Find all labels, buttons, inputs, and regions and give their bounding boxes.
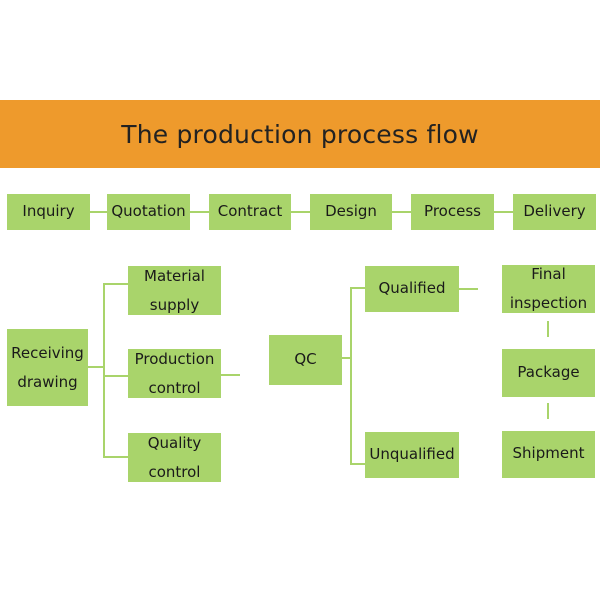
shipment-label: Shipment — [512, 444, 585, 462]
step-contract-label: Contract — [217, 201, 283, 220]
connector-inquiry-quotation — [90, 211, 107, 213]
box-production-control: Production control — [128, 349, 221, 398]
receiving-line-2: drawing — [17, 372, 78, 391]
material-line-1: Material — [144, 266, 205, 285]
connector-contract-design — [291, 211, 310, 213]
box-material-supply: Material supply — [128, 266, 221, 315]
connector-design-process — [392, 211, 411, 213]
step-quotation-label: Quotation — [111, 201, 186, 220]
box-qc: QC — [269, 335, 342, 385]
connector-qualified-final — [459, 288, 478, 290]
connector-to-qualified — [350, 287, 365, 289]
step-process: Process — [411, 194, 494, 230]
step-inquiry: Inquiry — [7, 194, 90, 230]
qc-label: QC — [294, 349, 317, 368]
bracket-receiving-vertical — [103, 283, 105, 458]
connector-qc-bracket — [342, 357, 352, 359]
step-delivery: Delivery — [513, 194, 596, 230]
bracket-qc-vertical — [350, 287, 352, 465]
quality-line-1: Quality — [147, 433, 202, 452]
connector-production-qc — [221, 374, 240, 376]
connector-quotation-contract — [190, 211, 209, 213]
final-line-2: inspection — [509, 294, 588, 312]
production-line-2: control — [148, 378, 201, 397]
connector-package-shipment — [547, 403, 549, 419]
step-inquiry-label: Inquiry — [22, 201, 75, 220]
production-control-text: Production control — [135, 345, 215, 403]
connector-to-material — [103, 283, 128, 285]
step-delivery-label: Delivery — [523, 201, 586, 220]
quality-line-2: control — [148, 462, 201, 481]
step-process-label: Process — [424, 201, 481, 220]
qualified-label: Qualified — [378, 278, 446, 297]
box-receiving-drawing: Receiving drawing — [7, 329, 88, 406]
final-inspection-text: Final inspection — [510, 260, 587, 318]
box-qualified: Qualified — [365, 266, 459, 312]
quality-control-text: Quality control — [148, 429, 202, 487]
receiving-drawing-text: Receiving drawing — [11, 339, 84, 397]
material-line-2: supply — [149, 295, 200, 314]
diagram-title: The production process flow — [121, 119, 479, 149]
package-label: Package — [517, 362, 580, 381]
production-line-1: Production — [134, 349, 215, 368]
box-quality-control: Quality control — [128, 433, 221, 482]
box-final-inspection: Final inspection — [502, 265, 595, 313]
connector-to-unqualified — [350, 463, 365, 465]
step-contract: Contract — [209, 194, 291, 230]
connector-to-quality — [103, 456, 128, 458]
step-quotation: Quotation — [107, 194, 190, 230]
receiving-line-1: Receiving — [11, 343, 84, 362]
title-banner: The production process flow — [0, 100, 600, 168]
box-unqualified: Unqualified — [365, 432, 459, 478]
connector-final-package — [547, 321, 549, 337]
step-design: Design — [310, 194, 392, 230]
box-package: Package — [502, 349, 595, 397]
box-shipment: Shipment — [502, 431, 595, 478]
material-supply-text: Material supply — [144, 262, 205, 320]
final-line-1: Final — [531, 265, 566, 283]
step-design-label: Design — [325, 201, 377, 220]
connector-process-delivery — [494, 211, 513, 213]
unqualified-label: Unqualified — [369, 444, 455, 463]
connector-receiving-bracket — [88, 366, 105, 368]
connector-to-production — [103, 375, 128, 377]
